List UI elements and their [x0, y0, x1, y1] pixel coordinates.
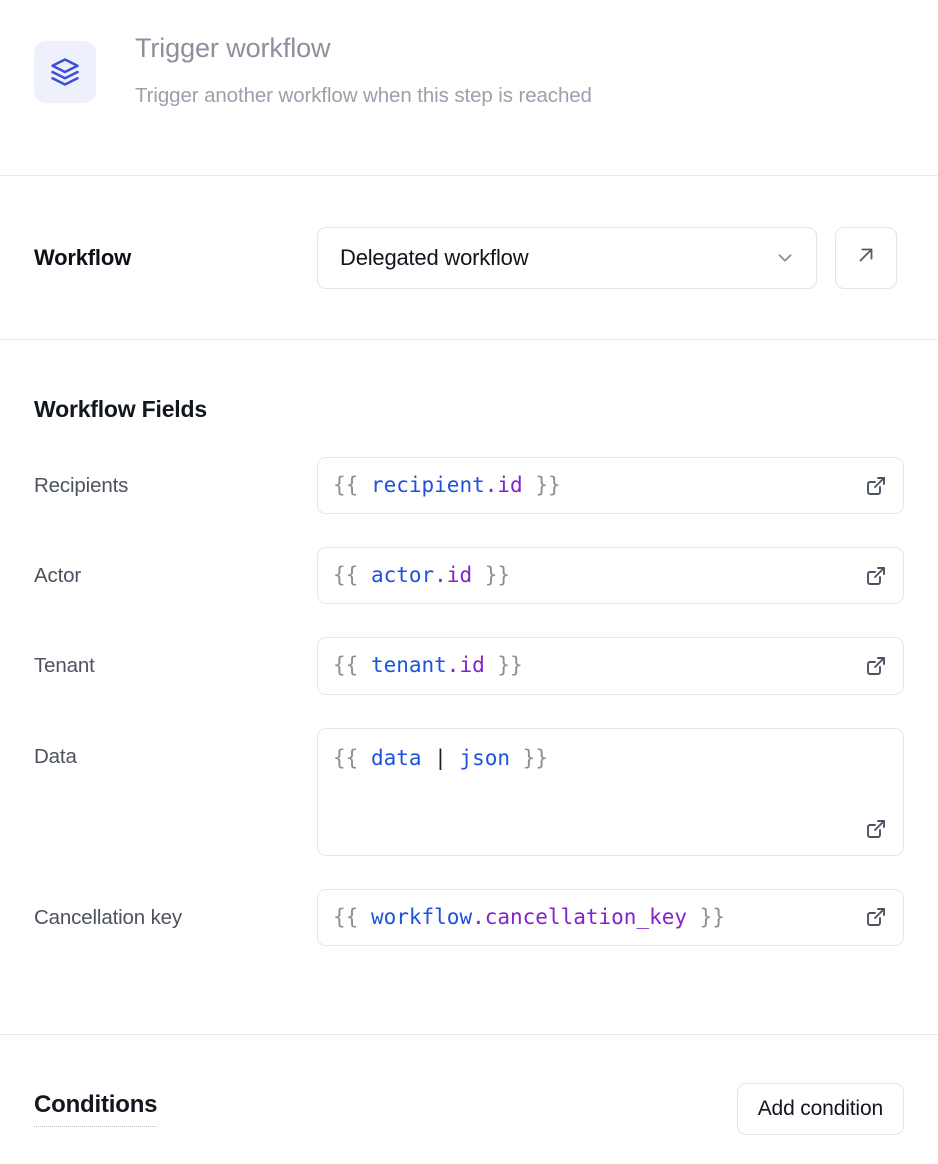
workflow-fields-heading: Workflow Fields	[34, 396, 207, 422]
field-label-data: Data	[34, 744, 77, 768]
divider-fields	[0, 1033, 938, 1035]
field-label-recipients: Recipients	[34, 474, 129, 497]
divider-workflow	[0, 339, 938, 340]
field-row-recipients: Recipients {{ recipient.id }}	[34, 457, 904, 515]
workflow-fields-section: Workflow Fields Recipients {{ recipient.i…	[0, 340, 938, 946]
workflow-section: Workflow Delegated workflow	[0, 176, 938, 339]
field-value-data: {{ data | json }}	[333, 745, 548, 770]
open-workflow-button[interactable]	[835, 226, 897, 289]
field-input-cancellation-key[interactable]: {{ workflow.cancellation_key }}	[317, 888, 904, 946]
field-input-actor[interactable]: {{ actor.id }}	[317, 547, 904, 605]
external-link-icon[interactable]	[864, 564, 888, 588]
external-link-icon[interactable]	[864, 654, 888, 678]
field-input-recipients[interactable]: {{ recipient.id }}	[317, 457, 904, 515]
panel-header: Trigger workflow Trigger another workflo…	[0, 0, 938, 175]
field-input-data[interactable]: {{ data | json }}	[317, 727, 904, 856]
field-row-data: Data {{ data | json }}	[34, 727, 904, 856]
workflow-fields-list: Recipients {{ recipient.id }} Actor {{ acto…	[34, 457, 904, 946]
page-subtitle: Trigger another workflow when this step …	[135, 83, 592, 107]
layers-icon	[34, 41, 96, 103]
field-label-cancellation-key: Cancellation key	[34, 905, 183, 929]
external-link-icon[interactable]	[864, 817, 888, 841]
field-value-cancellation-key: {{ workflow.cancellation_key }}	[333, 904, 725, 929]
field-input-tenant[interactable]: {{ tenant.id }}	[317, 637, 904, 695]
add-condition-button[interactable]: Add condition	[736, 1082, 904, 1135]
field-value-recipients: {{ recipient.id }}	[333, 473, 561, 497]
external-link-icon[interactable]	[864, 905, 888, 929]
field-value-actor: {{ actor.id }}	[333, 563, 511, 588]
divider-header	[0, 175, 938, 176]
field-row-tenant: Tenant {{ tenant.id }}	[34, 637, 904, 695]
conditions-section: Conditions Add condition	[0, 1035, 938, 1164]
external-link-icon[interactable]	[864, 474, 888, 498]
chevron-down-icon	[774, 247, 796, 269]
arrow-up-right-icon	[855, 244, 877, 271]
workflow-select[interactable]: Delegated workflow	[317, 226, 817, 289]
field-row-actor: Actor {{ actor.id }}	[34, 547, 904, 605]
field-label-actor: Actor	[34, 564, 82, 588]
page-title: Trigger workflow	[135, 33, 331, 63]
workflow-select-value: Delegated workflow	[340, 244, 529, 270]
field-label-tenant: Tenant	[34, 654, 95, 678]
header-text-block: Trigger workflow Trigger another workflo…	[135, 30, 592, 109]
field-value-tenant: {{ tenant.id }}	[333, 653, 523, 678]
workflow-label: Workflow	[34, 244, 131, 270]
field-row-cancellation-key: Cancellation key {{ workflow.cancellation…	[34, 888, 904, 946]
conditions-title: Conditions	[34, 1091, 158, 1127]
